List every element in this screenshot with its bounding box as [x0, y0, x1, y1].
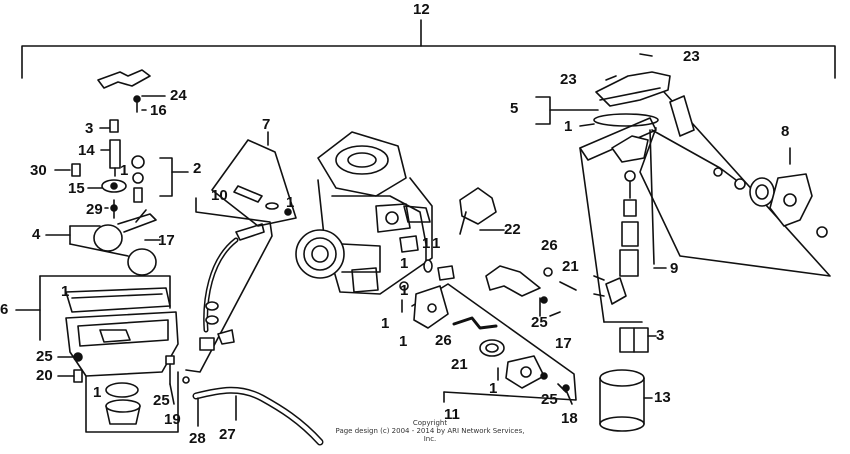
cylinder-13 — [599, 369, 653, 432]
callout-1: 1 — [400, 282, 409, 299]
carburetor-body — [295, 131, 433, 295]
bracket-3-right — [619, 327, 657, 353]
callout-21: 21 — [562, 258, 579, 275]
callout-17: 17 — [555, 335, 572, 352]
callout-18: 18 — [561, 410, 578, 427]
callout-19: 19 — [164, 411, 181, 428]
callout-1: 1 — [61, 283, 70, 300]
plate-24 — [97, 69, 166, 113]
callout-27: 27 — [219, 426, 236, 443]
callout-8: 8 — [781, 123, 790, 140]
callout-1: 1 — [286, 194, 295, 211]
callout-11: 11 — [444, 406, 460, 423]
callout-4: 4 — [32, 226, 41, 243]
callout-13: 13 — [654, 389, 671, 406]
callout-9: 9 — [670, 260, 679, 277]
bracket-11 — [411, 283, 577, 403]
callout-17: 17 — [158, 232, 175, 249]
callout-28: 28 — [189, 430, 206, 447]
callout-29: 29 — [86, 201, 103, 218]
screw-18 — [562, 384, 573, 405]
copyright-line-1: Copyright — [412, 419, 448, 427]
bracket-10 — [185, 197, 273, 373]
callout-12: 12 — [413, 1, 430, 18]
drain-hose-27 — [192, 386, 324, 446]
callout-16: 16 — [150, 102, 167, 119]
callout-26: 26 — [541, 237, 558, 254]
callout-2: 2 — [193, 160, 202, 177]
copyright-notice: Copyright Page design (c) 2004 - 2014 by… — [335, 419, 525, 443]
callout-24: 24 — [170, 87, 187, 104]
callout-25: 25 — [531, 314, 548, 331]
bracket-8 — [639, 91, 831, 277]
float-valve-parts — [54, 119, 127, 219]
bracket-7 — [211, 131, 297, 227]
bracket-12 — [21, 19, 836, 79]
callout-25: 25 — [153, 392, 170, 409]
callout-23: 23 — [683, 48, 700, 65]
callout-7: 7 — [262, 116, 271, 133]
callout-10: 10 — [211, 187, 228, 204]
callout-1: 1 — [381, 315, 390, 332]
callout-5: 5 — [510, 100, 519, 117]
callout-1: 1 — [422, 235, 431, 252]
callout-21: 21 — [451, 356, 468, 373]
callout-3: 3 — [656, 327, 665, 344]
callout-1: 1 — [93, 384, 102, 401]
callout-1: 1 — [489, 380, 498, 397]
throttle-link-parts — [485, 265, 577, 317]
top-cover-5 — [535, 53, 671, 127]
callout-14: 14 — [78, 142, 95, 159]
floats-4 — [45, 209, 161, 276]
callout-3: 3 — [85, 120, 94, 137]
callout-1: 1 — [399, 333, 408, 350]
callout-25: 25 — [36, 348, 53, 365]
callout-1: 1 — [120, 162, 129, 179]
callout-1: 1 — [564, 118, 573, 135]
callout-26: 26 — [435, 332, 452, 349]
callout-6: 6 — [0, 301, 9, 318]
callout-20: 20 — [36, 367, 53, 384]
callout-1: 1 — [400, 255, 409, 272]
float-chamber-6 — [15, 275, 190, 433]
callout-22: 22 — [504, 221, 521, 238]
callout-15: 15 — [68, 180, 85, 197]
bracket-2 — [131, 155, 189, 203]
center-fittings — [399, 243, 455, 313]
throttle-parts-22 — [459, 187, 505, 235]
callout-30: 30 — [30, 162, 47, 179]
vacuum-piston-9 — [579, 117, 667, 323]
callout-23: 23 — [560, 71, 577, 88]
copyright-line-2: Page design (c) 2004 - 2014 by ARI Netwo… — [335, 427, 525, 443]
callout-1: 1 — [432, 235, 441, 252]
callout-25: 25 — [541, 391, 558, 408]
